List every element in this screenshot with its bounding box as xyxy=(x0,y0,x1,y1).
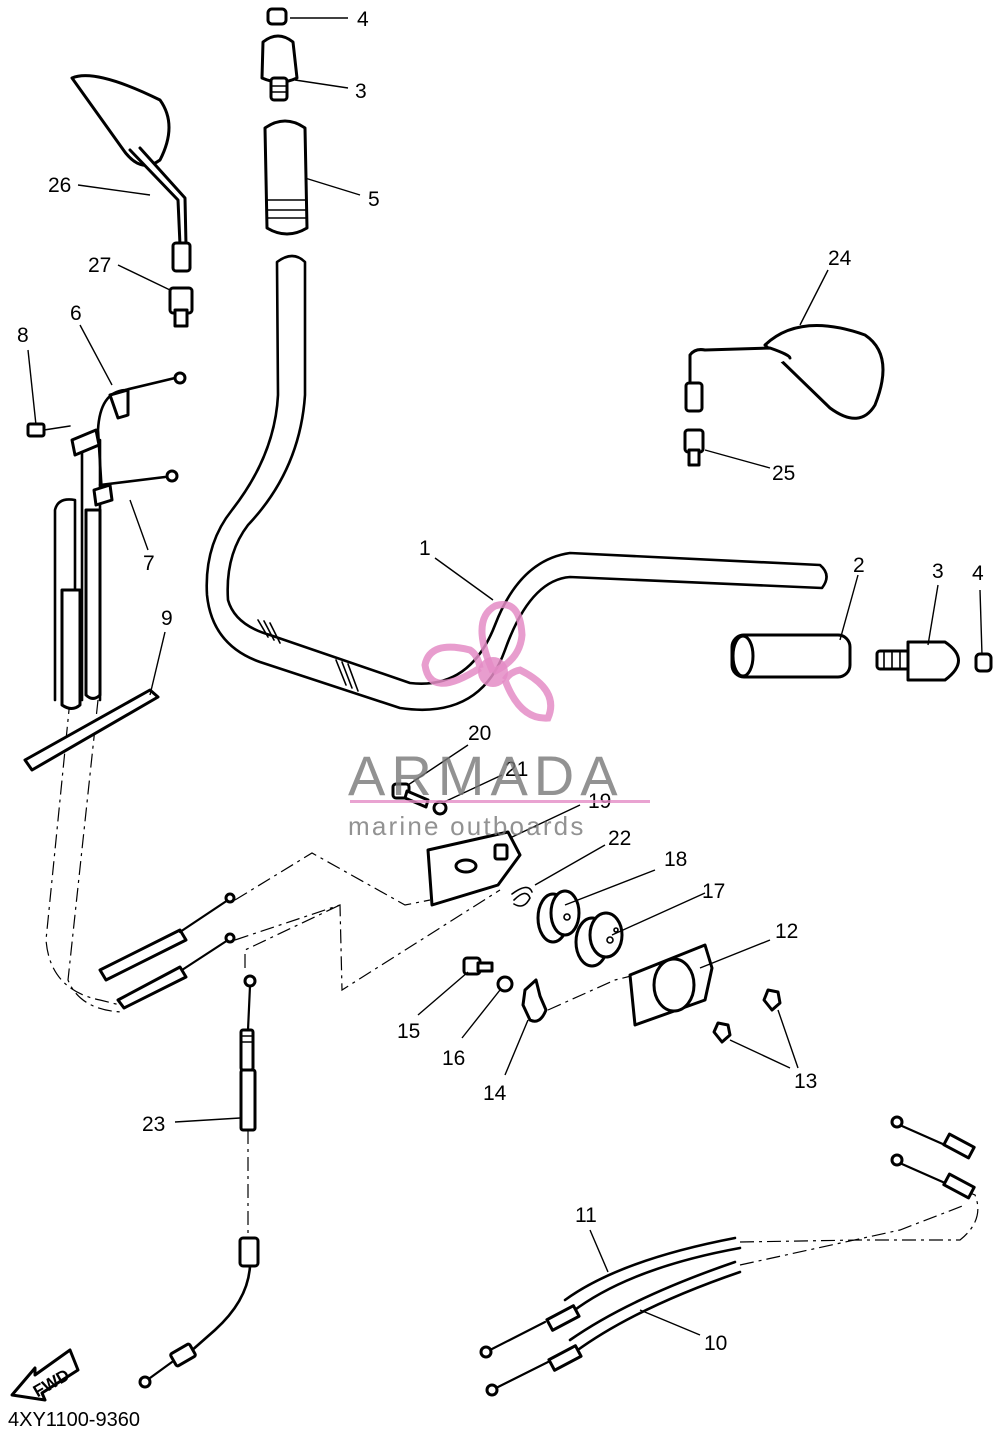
propeller-logo-icon xyxy=(421,601,555,722)
knob-17 xyxy=(574,911,624,968)
spring-22 xyxy=(511,886,533,907)
leader-lines xyxy=(27,17,983,1336)
grip-end-right xyxy=(875,640,993,682)
nuts-13 xyxy=(712,988,782,1044)
callout-18: 18 xyxy=(664,848,687,871)
fwd-arrow: FWD xyxy=(10,1348,80,1402)
callout-9: 9 xyxy=(161,607,173,630)
callout-3-right: 3 xyxy=(932,560,944,583)
switch-housing-lower xyxy=(426,830,522,907)
callout-26: 26 xyxy=(48,174,71,197)
callout-16: 16 xyxy=(442,1047,465,1070)
callout-2: 2 xyxy=(853,554,865,577)
switch-housing-upper xyxy=(628,943,714,1027)
washer-16 xyxy=(496,975,514,993)
mirror-left xyxy=(70,74,194,328)
callout-12: 12 xyxy=(775,920,798,943)
callout-17: 17 xyxy=(702,880,725,903)
callout-6: 6 xyxy=(70,302,82,325)
callout-21: 21 xyxy=(505,758,528,781)
callout-24: 24 xyxy=(828,247,852,270)
callout-4-right: 4 xyxy=(972,562,984,585)
callout-numbers: 1 2 3 3 4 4 5 6 7 8 9 10 11 12 13 14 15 … xyxy=(17,8,984,1355)
handlebar xyxy=(205,254,828,712)
routing-lines xyxy=(45,699,979,1266)
watermark: ARMADA marine outboards xyxy=(348,601,650,841)
callout-15: 15 xyxy=(397,1020,420,1043)
callout-4-top: 4 xyxy=(357,8,369,31)
callout-3-top: 3 xyxy=(355,80,367,103)
mirror-right xyxy=(683,324,885,467)
screw-15 xyxy=(462,956,494,976)
callout-13: 13 xyxy=(794,1070,817,1093)
document-code: 4XY1100-9360 xyxy=(8,1409,140,1431)
grip-right xyxy=(730,633,852,679)
watermark-tagline: marine outboards xyxy=(348,811,586,841)
grip-end-left xyxy=(260,7,299,102)
callout-27: 27 xyxy=(88,254,111,277)
clip-14 xyxy=(521,978,548,1023)
callout-8: 8 xyxy=(17,324,29,347)
callout-10: 10 xyxy=(704,1332,727,1355)
throttle-cables xyxy=(23,371,187,772)
callout-7: 7 xyxy=(143,552,155,575)
callout-20: 20 xyxy=(468,722,491,745)
callout-11: 11 xyxy=(575,1204,597,1227)
cable-ends-left xyxy=(98,892,236,1010)
cables-10-11 xyxy=(479,1115,976,1397)
watermark-brand: ARMADA xyxy=(348,744,624,807)
callout-25: 25 xyxy=(772,462,795,485)
callout-1: 1 xyxy=(419,537,431,560)
callout-22: 22 xyxy=(608,827,631,850)
callout-5: 5 xyxy=(368,188,380,211)
callout-23: 23 xyxy=(142,1113,165,1136)
cable-23 xyxy=(138,974,260,1389)
grip-left xyxy=(263,119,309,236)
callout-14: 14 xyxy=(483,1082,507,1105)
knob-18 xyxy=(536,889,581,944)
